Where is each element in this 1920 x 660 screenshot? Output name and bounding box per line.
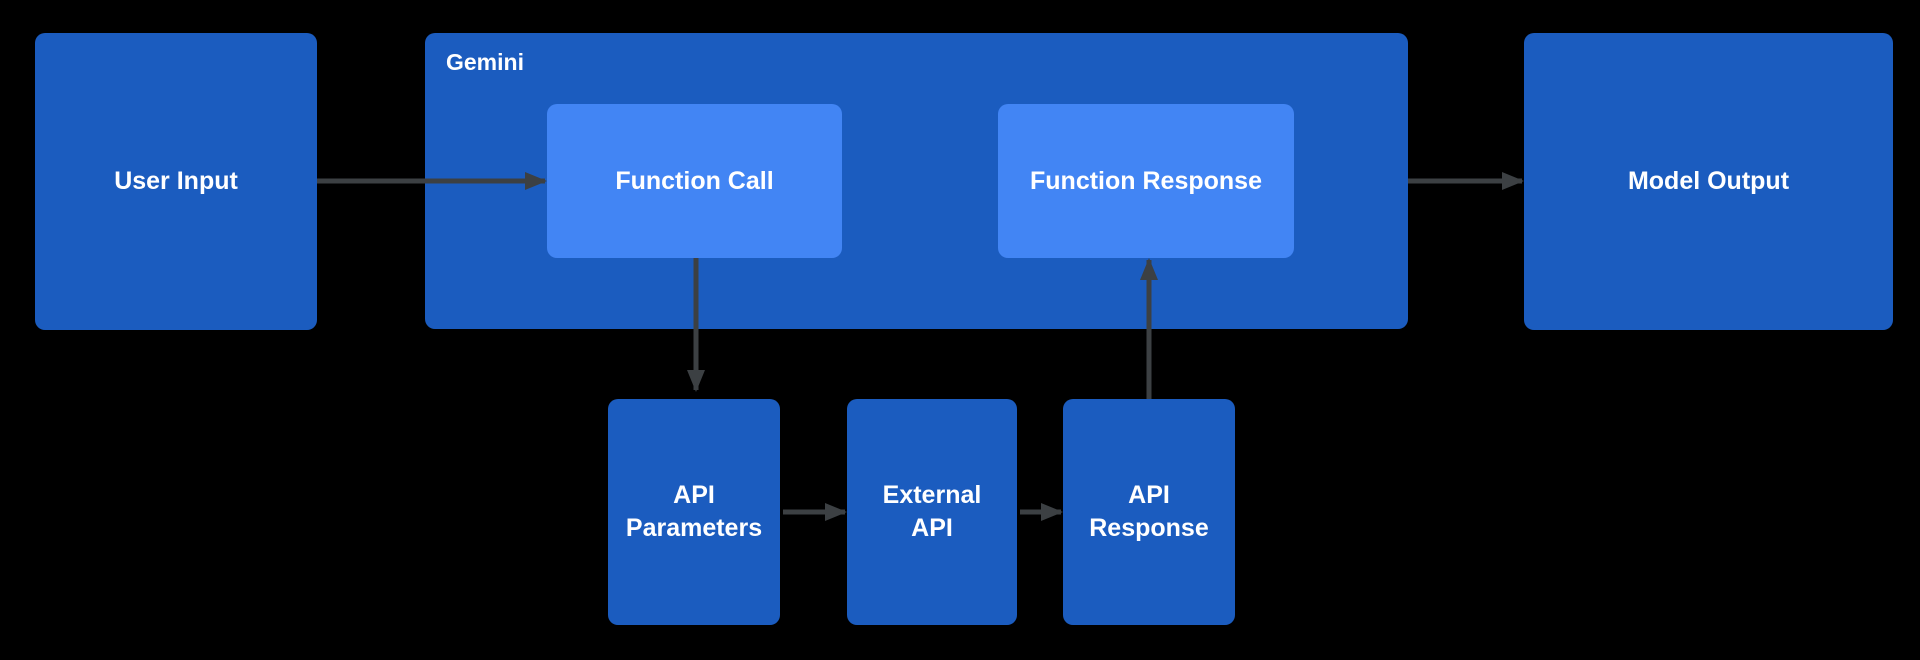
node-function-call-label: Function Call <box>615 166 774 195</box>
node-function-response: Function Response <box>998 104 1294 258</box>
node-function-response-label: Function Response <box>1030 166 1262 195</box>
node-api-parameters: API Parameters <box>608 399 780 625</box>
node-api-response-label: API Response <box>1089 481 1209 542</box>
node-external-api-label: External API <box>882 481 982 542</box>
node-user-input-label: User Input <box>114 167 238 195</box>
node-user-input: User Input <box>35 33 317 330</box>
node-api-response: API Response <box>1063 399 1235 625</box>
node-function-call: Function Call <box>547 104 842 258</box>
node-gemini-label: Gemini <box>446 49 524 75</box>
node-model-output: Model Output <box>1524 33 1893 330</box>
node-model-output-label: Model Output <box>1627 167 1790 195</box>
node-external-api: External API <box>847 399 1017 625</box>
node-api-parameters-label: API Parameters <box>625 481 763 542</box>
